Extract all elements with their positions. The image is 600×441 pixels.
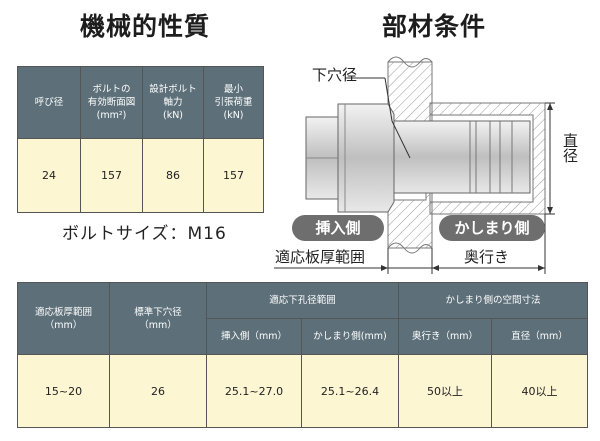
heading-mechanical-properties: 機械的性質 bbox=[80, 12, 211, 41]
header-min-tensile-load: 最小 引張荷重 (kN) bbox=[203, 66, 264, 139]
header-thickness-range: 適応板厚範囲 （mm） bbox=[17, 282, 110, 355]
header-nominal-diameter: 呼び径 bbox=[17, 66, 81, 139]
header-standard-hole: 標準下穴径 （mm） bbox=[109, 282, 207, 355]
header-crimp-space: かしまり側の空間寸法 bbox=[398, 282, 589, 319]
cell-effective-area: 157 bbox=[80, 138, 143, 213]
header-crimp-side: かしまり側(mm) bbox=[300, 318, 400, 355]
cell-crimp-side: 25.1~26.4 bbox=[300, 354, 400, 428]
hole-diameter-label: 下穴径 bbox=[312, 66, 358, 84]
header-diameter: 直径（mm） bbox=[491, 318, 589, 355]
header-hole-range: 適応下孔径範囲 bbox=[205, 282, 400, 319]
depth-label: 奥行き bbox=[464, 248, 510, 266]
header-insert-side: 挿入側（mm） bbox=[206, 318, 302, 355]
bolt-flange bbox=[337, 103, 395, 213]
diameter-label: 直径 bbox=[561, 133, 579, 163]
cell-min-tensile-load: 157 bbox=[203, 138, 264, 213]
thickness-range-label: 適応板厚範囲 bbox=[275, 248, 366, 266]
cell-insert-side: 25.1~27.0 bbox=[206, 354, 302, 428]
member-conditions-table: 適応板厚範囲 （mm） 標準下穴径 （mm） 適応下孔径範囲 かしまり側の空間寸… bbox=[17, 282, 589, 428]
cell-depth: 50以上 bbox=[398, 354, 493, 428]
heading-member-conditions: 部材条件 bbox=[382, 12, 487, 41]
bolt-shank bbox=[379, 120, 531, 194]
cell-standard-hole: 26 bbox=[109, 354, 207, 428]
bolt-size-caption: ボルトサイズ：M16 bbox=[62, 224, 227, 244]
header-design-axial-force: 設計ボルト 軸力 (kN) bbox=[142, 66, 204, 139]
cell-nominal-diameter: 24 bbox=[17, 138, 81, 213]
mechanical-properties-table: 呼び径 ボルトの 有効断面図 (mm²) 設計ボルト 軸力 (kN) 最小 引張… bbox=[17, 66, 264, 213]
insert-side-badge: 挿入側 bbox=[292, 215, 384, 241]
crimp-side-badge: かしまり側 bbox=[439, 215, 545, 241]
cell-diameter: 40以上 bbox=[491, 354, 589, 428]
header-depth: 奥行き（mm） bbox=[398, 318, 493, 355]
cell-thickness-range: 15~20 bbox=[17, 354, 110, 428]
bolt-head bbox=[305, 116, 339, 200]
